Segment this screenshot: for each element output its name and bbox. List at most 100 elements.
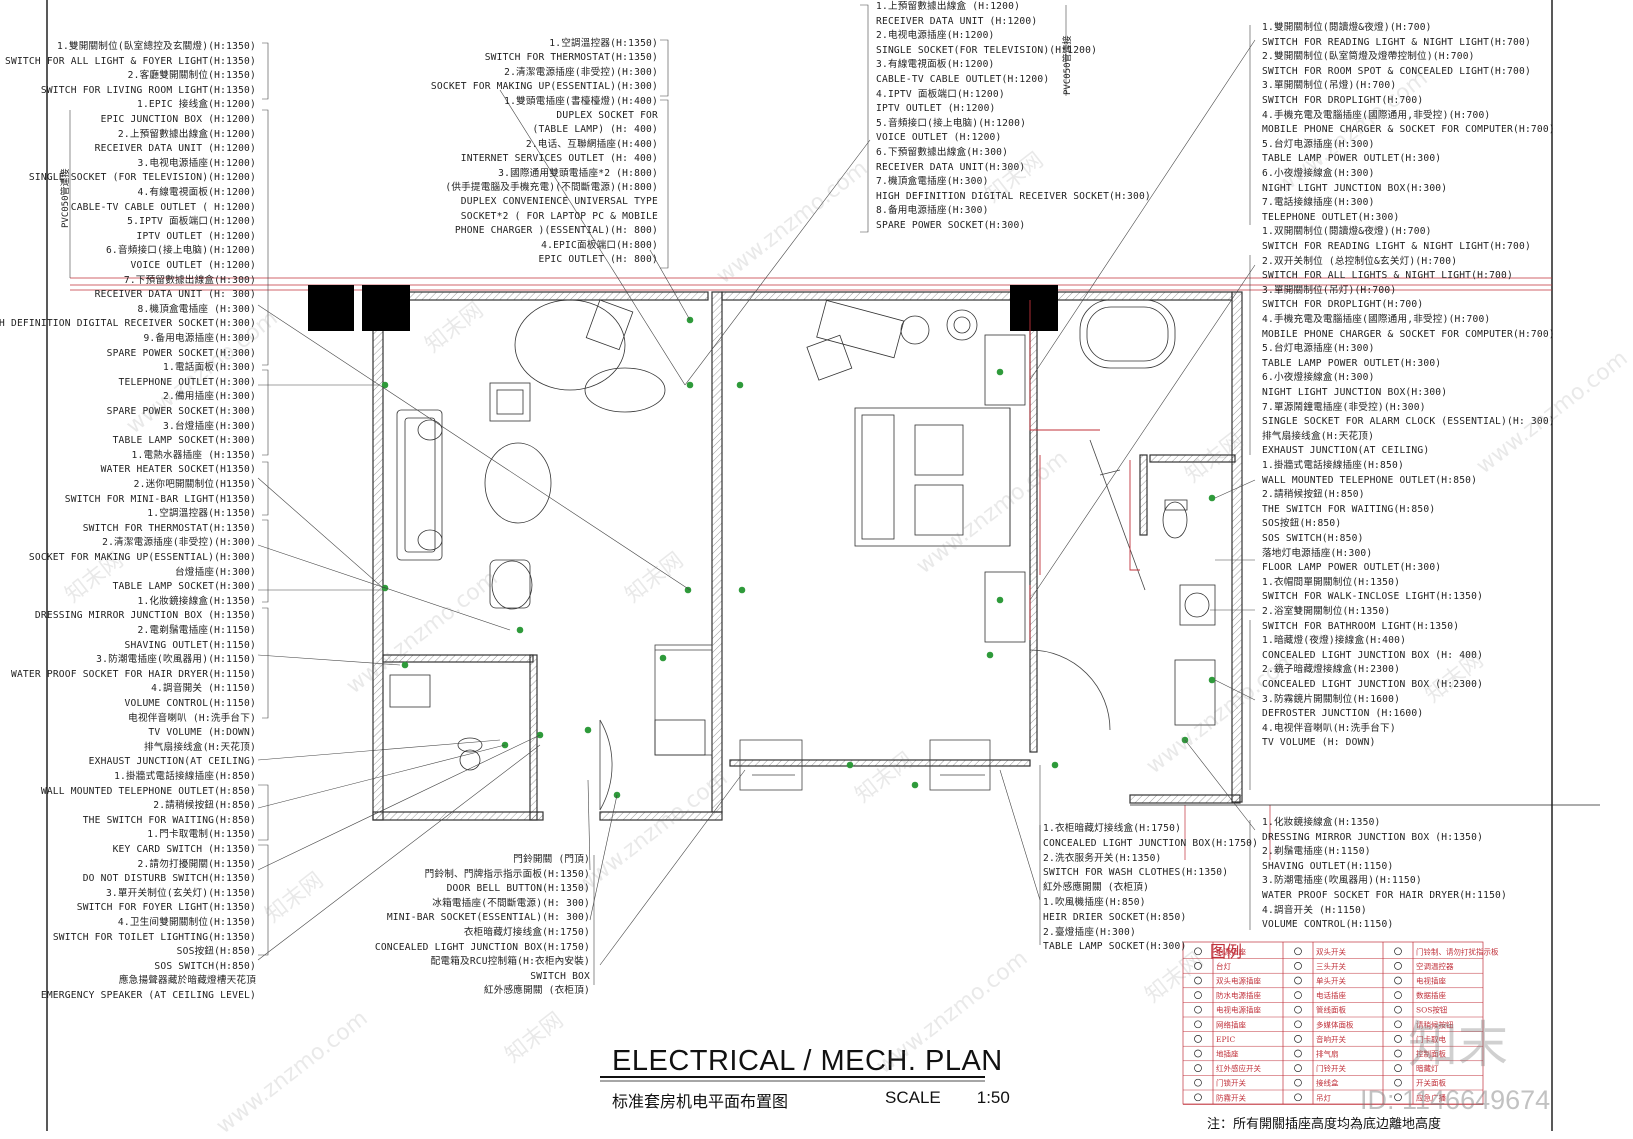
annotation-line: 2.客廳雙開關制位(H:1350) [127, 70, 256, 82]
annotation-line: 2.洗衣服务开关(H:1350) [1043, 852, 1162, 864]
annotation-line: 1.暗藏燈(夜燈)接線盒(H:400) [1262, 635, 1407, 647]
legend-item-label: 门卡取电 [1416, 1034, 1446, 1044]
furniture-right [806, 299, 1216, 726]
annotation-line: TABLE LAMP POWER OUTLET(H:300) [1262, 153, 1442, 165]
annotation-line: 6.小夜燈接線盒(H:300) [1262, 372, 1375, 384]
conduit-label-left: PVC050管連接 [61, 168, 71, 228]
frame [46, 0, 1553, 1131]
drawing-subtitle: 标准套房机电平面布置图 [612, 1092, 789, 1111]
annotation-line: 3.电视电源插座(H:1200) [137, 157, 256, 169]
annotation-line: CABLE-TV CABLE OUTLET(H:1200) [876, 74, 1050, 85]
annotation-line: CONCEALED LIGHT JUNCTION BOX (H:2300) [1262, 679, 1484, 690]
annotation-line: SPARE POWER SOCKET(H:300) [106, 347, 256, 359]
annotation-line: RECEIVER DATA UNIT (H: 300) [94, 289, 256, 301]
annotation-line: SWITCH FOR FOYER LIGHT(H:1350) [76, 902, 256, 914]
legend-symbol-icon [1394, 1093, 1402, 1102]
furniture-left [389, 299, 706, 771]
annotation-line: 5.IPTV 面板端口(H:1200) [127, 216, 256, 228]
legend-item-label: 台灯 [1216, 961, 1232, 971]
legend-symbol-icon [1394, 1005, 1402, 1014]
annotation-line: RECEIVER DATA UNIT (H:1200) [876, 15, 1038, 27]
annotation-line: 2.備用插座(H:300) [163, 391, 256, 403]
annotation-line: 3.單開關制位(吊燈)(H:700) [1262, 80, 1397, 92]
legend-rows: 电源插座双头开关门铃制、请勿打扰指示板台灯三头开关空调温控器双头电源插座单头开关… [1183, 946, 1499, 1105]
legend-symbol-icon [1194, 1093, 1202, 1102]
annotation-line: 紅外感應開關 (衣柜頂) [483, 985, 590, 997]
annotation-line: HIGH DEFINITION DIGITAL RECEIVER SOCKET(… [876, 190, 1151, 202]
legend-item-label: 多媒体面板 [1316, 1019, 1354, 1029]
annotation-line: RECEIVER DATA UNIT(H:300) [876, 161, 1026, 173]
annotation-line: EXHAUST JUNCTION(AT CEILING) [1262, 445, 1430, 457]
annotation-line: 6.下預留數據出線盒(H:300) [876, 147, 1009, 158]
legend-symbol-icon [1194, 1064, 1202, 1072]
annotation-line: 2.電剃鬚電插座(H:1150) [137, 625, 256, 636]
legend-symbol-icon [1194, 947, 1202, 956]
legend-item-label: SOS按钮 [1416, 1005, 1448, 1015]
annotation-line: 1.衣柜暗藏灯接线盒(H:1750) [1043, 823, 1182, 834]
annotation-line: 1.衣帽間單開關制位(H:1350) [1262, 576, 1401, 588]
legend-symbol-icon [1294, 1005, 1302, 1014]
legend-symbol-icon [1394, 1049, 1402, 1058]
annotation-line: 1.電話面板(H:300) [163, 362, 256, 374]
watermark-logo: 知末 [1408, 1016, 1508, 1074]
legend-item-label: 开关面板 [1416, 1078, 1446, 1088]
legend-item-label: 门铃制、请勿打扰指示板 [1416, 946, 1499, 956]
annotation-line: THE SWITCH FOR WAITING(H:850) [1262, 503, 1436, 515]
annotation-line: KEY CARD SWITCH (H:1350) [112, 844, 256, 855]
annotation-line: SWITCH FOR MINI-BAR LIGHT(H1350) [64, 493, 256, 505]
annotation-line: FLOOR LAMP POWER OUTLET(H:300) [1262, 562, 1442, 574]
annotation-line: 4.IPTV 面板端口(H:1200) [876, 88, 1005, 100]
legend-symbol-icon [1394, 947, 1402, 956]
legend-item-label: 电视插座 [1416, 976, 1446, 986]
annotation-line: WALL MOUNTED TELEPHONE OUTLET(H:850) [40, 785, 256, 797]
legend-item-label: 单头开关 [1316, 976, 1346, 986]
annotation-line: TABLE LAMP SOCKET(H:300) [112, 581, 256, 593]
annotation-line: SOCKET*2 ( FOR LAPTOP PC & MOBILE [460, 210, 658, 222]
annotation-line: 1.雙開關制位(閱讀燈&夜燈)(H:700) [1262, 22, 1432, 33]
annotation-line: WATER PROOF SOCKET FOR HAIR DRYER(H:1150… [1262, 890, 1508, 901]
legend-symbol-icon [1194, 1078, 1202, 1087]
legend-symbol-icon [1294, 962, 1302, 970]
annotation-line: 衣柜暗藏灯接线盒(H:1750) [463, 927, 590, 938]
annotation-line: SINGLE SOCKET(FOR TELEVISION)(H:1200) [876, 44, 1098, 56]
legend-item-label: 双头电源插座 [1216, 976, 1261, 986]
legend-symbol-icon [1294, 1035, 1302, 1043]
legend-item-label: 数据插座 [1416, 990, 1446, 1000]
legend-symbol-icon [1394, 1020, 1402, 1029]
annotation-line: 6.小夜燈接線盒(H:300) [1262, 168, 1375, 179]
legend-item-label: 空调温控器 [1416, 961, 1454, 971]
annotation-line: SPARE POWER SOCKET(H:300) [106, 406, 256, 417]
legend-item-label: 双头开关 [1316, 946, 1346, 956]
legend-item-label: 电话插座 [1316, 990, 1346, 1000]
circuit-lines [1029, 300, 1140, 640]
annotation-line: 4.有線電視面板(H:1200) [137, 187, 256, 198]
annotation-line: SHAVING OUTLET(H:1150) [124, 639, 256, 651]
annotation-line: 配電箱及RCU控制箱(H:衣柜內安裝) [430, 956, 590, 968]
legend-title: 图例 [1210, 942, 1243, 961]
annotation-line: 1.化妝鏡接線盒(H:1350) [137, 595, 256, 607]
drawing-title: ELECTRICAL / MECH. PLAN [612, 1045, 1003, 1077]
legend-symbol-icon [1194, 991, 1202, 999]
legend-item-label: 排气扇 [1316, 1049, 1339, 1059]
annotation-line: SOS SWITCH(H:850) [1262, 533, 1364, 544]
walls [372, 291, 1243, 821]
annotation-line: 9.备用电源插座(H:300) [143, 333, 256, 344]
brackets [69, 4, 1251, 985]
annotation-line: 3.防霧鏡片開關制位(H:1600) [1262, 693, 1401, 705]
legend-symbol-icon [1294, 976, 1302, 985]
annotation-line: TABLE LAMP POWER OUTLET(H:300) [1262, 357, 1442, 369]
legend-symbol-icon [1194, 1005, 1202, 1014]
legend-symbol-icon [1294, 991, 1302, 999]
legend-item-label: 音响开关 [1316, 1034, 1346, 1044]
annotation-line: 排气扇接线盒(H:天花顶) [1262, 430, 1375, 442]
legend-symbol-icon [1394, 1035, 1402, 1043]
annotation-line: 1.電熱水器插座 (H:1350) [131, 449, 256, 461]
legend-item-label: 网络插座 [1216, 1019, 1246, 1029]
annotation-line: EPIC JUNCTION BOX (H:1200) [100, 114, 256, 125]
annotation-line: INTERNET SERVICES OUTLET (H: 400) [460, 153, 658, 165]
annotation-line: 电视伴音喇叭 (H:洗手台下) [128, 712, 256, 724]
annotation-line: VOLUME CONTROL(H:1150) [124, 698, 256, 709]
annotation-line: HEIR DRIER SOCKET(H:850) [1043, 911, 1187, 923]
annotation-line: TABLE LAMP SOCKET(H:300) [1043, 941, 1187, 953]
annotation-line: SWITCH FOR LIVING ROOM LIGHT(H:1350) [40, 84, 256, 96]
